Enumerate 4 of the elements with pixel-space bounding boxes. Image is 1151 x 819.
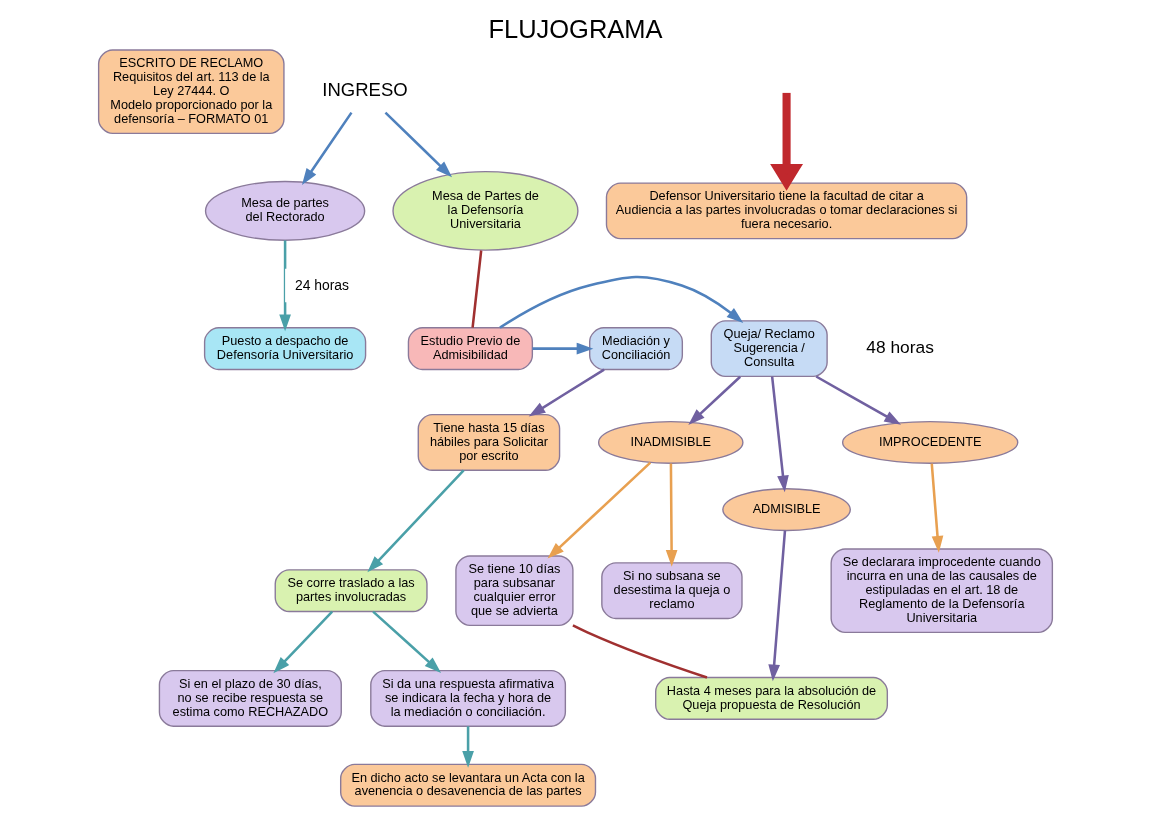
diagram-title: FLUJOGRAMA — [488, 14, 663, 43]
edge-label: 24 horas — [294, 276, 349, 293]
node-text: INGRESO — [322, 79, 408, 101]
label: 48 horas — [866, 336, 934, 357]
